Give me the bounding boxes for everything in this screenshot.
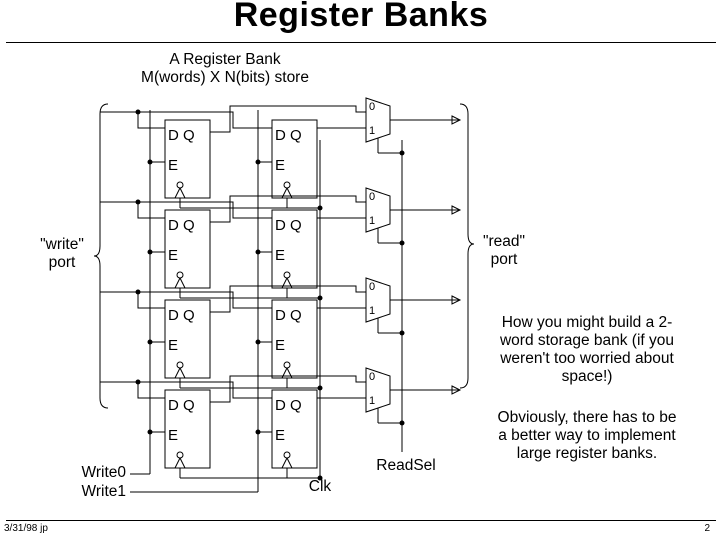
mux-bit1-input-0-label: 0 xyxy=(369,101,375,113)
flipflop-bit2-word0-clock-bubble xyxy=(176,271,184,279)
mux-bit3-input-1-label: 1 xyxy=(369,305,375,317)
subtitle-line-2: M(words) X N(bits) store xyxy=(141,69,309,86)
flipflop-bit2-word1 xyxy=(271,209,318,289)
read-port-label-line-2: port xyxy=(490,251,518,268)
flipflop-bit2-word1-dq-label: D Q xyxy=(275,217,302,234)
write1-label: Write1 xyxy=(81,483,126,500)
note-1-line-1: How you might build a 2- xyxy=(501,314,673,331)
note-1-line-3: weren't too worried about xyxy=(500,350,674,367)
data-input-to-word1-bit2 xyxy=(148,201,272,219)
data-input-to-word1-bit3 xyxy=(148,291,272,309)
write-port-label-line-2: port xyxy=(48,254,76,271)
mux-bit4-input-1-label: 1 xyxy=(369,395,375,407)
note-paragraph-2: Obviously, there has to be a better way … xyxy=(474,409,700,463)
flipflop-bit2-word0-clock-symbol xyxy=(174,276,186,289)
flipflop-bit4-word1 xyxy=(271,389,318,469)
mux-bit1-input-1-label: 1 xyxy=(369,125,375,137)
flipflop-bit4-word1-e-label: E xyxy=(275,427,285,444)
mux-bit2-input-0-label: 0 xyxy=(369,191,375,203)
flipflop-bit2-word1-e-label: E xyxy=(275,247,285,264)
flipflop-bit1-word0-clock-symbol xyxy=(174,186,186,199)
flipflop-bit2-word1-clock-bubble xyxy=(283,271,291,279)
flipflop-bit4-word1-dq-label: D Q xyxy=(275,397,302,414)
output-arrow-bit1 xyxy=(451,115,462,125)
write-port-label: "write" port xyxy=(22,236,102,272)
flipflop-bit4-word0-clock-symbol xyxy=(174,456,186,469)
mux-bit1 xyxy=(365,97,391,143)
flipflop-bit4-word1-clock-symbol xyxy=(281,456,293,469)
readsel-label: ReadSel xyxy=(376,457,436,474)
flipflop-bit1-word0-clock-bubble xyxy=(176,181,184,189)
output-arrow-bit3 xyxy=(451,295,462,305)
flipflop-bit1-word1-dq-label: D Q xyxy=(275,127,302,144)
data-input-to-word1-bit4 xyxy=(148,381,272,399)
title-divider xyxy=(6,42,716,43)
flipflop-bit4-word0 xyxy=(164,389,211,469)
flipflop-bit3-word0-clock-bubble xyxy=(176,361,184,369)
read-port-label: "read" port xyxy=(466,233,542,269)
flipflop-bit1-word0-e-label: E xyxy=(168,157,178,174)
word0-output-wire-bit1 xyxy=(210,105,366,133)
flipflop-bit2-word0-dq-label: D Q xyxy=(168,217,195,234)
subtitle: A Register Bank M(words) X N(bits) store xyxy=(110,51,340,87)
flipflop-bit3-word0-e-label: E xyxy=(168,337,178,354)
flipflop-bit3-word1-dq-label: D Q xyxy=(275,307,302,324)
data-input-to-word1-bit1 xyxy=(148,111,272,129)
word0-output-wire-bit2 xyxy=(210,195,366,223)
word0-output-wire-bit3 xyxy=(210,285,366,313)
write-port-label-line-1: "write" xyxy=(40,236,84,253)
mux-bit3 xyxy=(365,277,391,323)
mux-bit2-input-1-label: 1 xyxy=(369,215,375,227)
flipflop-bit1-word1 xyxy=(271,119,318,199)
flipflop-bit4-word0-clock-bubble xyxy=(176,451,184,459)
note-2-line-1: Obviously, there has to be xyxy=(497,409,677,426)
flipflop-bit3-word1 xyxy=(271,299,318,379)
note-1-line-4: space!) xyxy=(561,368,613,385)
read-port-label-line-1: "read" xyxy=(482,233,526,250)
flipflop-bit3-word0 xyxy=(164,299,211,379)
write-port-brace xyxy=(93,103,109,409)
mux-bit4-input-0-label: 0 xyxy=(369,371,375,383)
flipflop-bit1-word1-e-label: E xyxy=(275,157,285,174)
flipflop-bit1-word1-clock-bubble xyxy=(283,181,291,189)
footer-divider xyxy=(6,520,716,521)
mux-bit3-input-0-label: 0 xyxy=(369,281,375,293)
page-title: Register Banks xyxy=(233,0,489,34)
flipflop-bit3-word0-dq-label: D Q xyxy=(168,307,195,324)
output-arrow-bit4 xyxy=(451,385,462,395)
data-input-to-word0-bit2 xyxy=(137,202,165,219)
note-2-line-3: large register banks. xyxy=(516,445,658,462)
footer-page-number: 2 xyxy=(704,523,710,534)
note-paragraph-1: How you might build a 2- word storage ba… xyxy=(474,314,700,386)
note-1-line-2: word storage bank (if you xyxy=(499,332,675,349)
data-input-to-word0-bit1 xyxy=(137,112,165,129)
subtitle-line-1: A Register Bank xyxy=(169,51,281,68)
data-input-to-word0-bit4 xyxy=(137,382,165,399)
clk-label: Clk xyxy=(308,478,332,495)
write0-label: Write0 xyxy=(81,464,126,481)
footer-date: 3/31/98 jp xyxy=(4,523,48,534)
flipflop-bit1-word0 xyxy=(164,119,211,199)
mux-bit4 xyxy=(365,367,391,413)
flipflop-bit3-word0-clock-symbol xyxy=(174,366,186,379)
data-input-to-word0-bit3 xyxy=(137,292,165,309)
flipflop-bit4-word1-clock-bubble xyxy=(283,451,291,459)
flipflop-bit3-word1-e-label: E xyxy=(275,337,285,354)
note-2-line-2: a better way to implement xyxy=(498,427,676,444)
flipflop-bit4-word0-dq-label: D Q xyxy=(168,397,195,414)
flipflop-bit3-word1-clock-bubble xyxy=(283,361,291,369)
flipflop-bit2-word0 xyxy=(164,209,211,289)
clock-junction-bit4 xyxy=(317,475,323,481)
flipflop-bit1-word0-dq-label: D Q xyxy=(168,127,195,144)
flipflop-bit2-word0-e-label: E xyxy=(168,247,178,264)
read-port-brace xyxy=(459,103,475,389)
mux-bit2 xyxy=(365,187,391,233)
output-arrow-bit2 xyxy=(451,205,462,215)
word0-output-wire-bit4 xyxy=(210,375,366,403)
flipflop-bit4-word0-e-label: E xyxy=(168,427,178,444)
